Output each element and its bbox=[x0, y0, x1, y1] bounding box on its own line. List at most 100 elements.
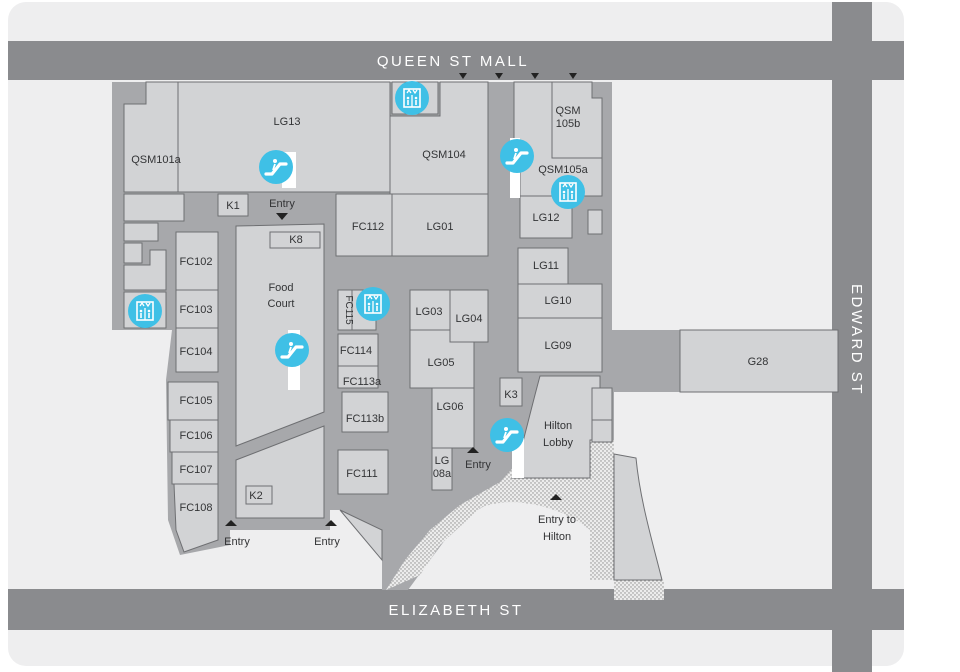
unit-fc113a[interactable] bbox=[337, 365, 379, 389]
street-label-queen: QUEEN ST MALL bbox=[377, 53, 529, 70]
unit-small-f[interactable] bbox=[591, 387, 613, 421]
label-lg04: LG04 bbox=[456, 313, 483, 325]
unit-lg10[interactable] bbox=[517, 283, 603, 319]
unit-corner-sw[interactable] bbox=[339, 509, 383, 562]
unit-lg03[interactable] bbox=[409, 289, 451, 331]
unit-k2[interactable] bbox=[245, 485, 273, 505]
label-fc111: FC111 bbox=[346, 468, 377, 480]
unit-small-a[interactable] bbox=[123, 193, 185, 222]
unit-g28[interactable] bbox=[679, 329, 839, 393]
unit-lg08a[interactable] bbox=[431, 447, 453, 491]
road-queen-st bbox=[8, 41, 904, 80]
unit-small-b[interactable] bbox=[123, 222, 159, 242]
label-fc112: FC112 bbox=[352, 221, 384, 233]
unit-lg09[interactable] bbox=[517, 317, 603, 373]
label-qsm105b-2: 105b bbox=[556, 118, 580, 130]
label-fc107: FC107 bbox=[179, 464, 212, 476]
hilton-forecourt bbox=[386, 440, 664, 600]
unit-right-block[interactable] bbox=[613, 453, 663, 581]
entry-label-bottom-left: Entry bbox=[224, 536, 250, 548]
escalator-icon[interactable] bbox=[488, 416, 526, 454]
entry-arrow-icon bbox=[569, 73, 577, 79]
label-k1: K1 bbox=[226, 200, 239, 212]
entry-label-bottom-mid: Entry bbox=[314, 536, 340, 548]
unit-k1[interactable] bbox=[217, 193, 249, 217]
lift-icon[interactable] bbox=[355, 286, 391, 322]
label-lg01: LG01 bbox=[427, 221, 454, 233]
entry-arrow-icon bbox=[276, 213, 288, 220]
label-lg13: LG13 bbox=[274, 116, 301, 128]
lift-icon[interactable] bbox=[394, 80, 430, 116]
label-lg10: LG10 bbox=[545, 295, 572, 307]
unit-lg11[interactable] bbox=[517, 247, 569, 285]
label-lg11: LG11 bbox=[533, 260, 559, 272]
label-k2: K2 bbox=[249, 490, 262, 502]
unit-fc102[interactable] bbox=[175, 231, 219, 291]
label-k3: K3 bbox=[504, 389, 517, 401]
unit-small-e[interactable] bbox=[587, 209, 603, 235]
label-qsm105a: QSM105a bbox=[538, 164, 588, 176]
label-lg09: LG09 bbox=[545, 340, 572, 352]
label-g28: G28 bbox=[748, 356, 769, 368]
label-food-court-2: Court bbox=[268, 298, 295, 310]
label-hilton-lobby-1: Hilton bbox=[544, 420, 572, 432]
street-label-edward: EDWARD ST bbox=[848, 284, 865, 396]
label-lg05: LG05 bbox=[428, 357, 455, 369]
unit-small-d[interactable] bbox=[123, 249, 167, 291]
unit-fc103[interactable] bbox=[175, 289, 219, 329]
label-lg08a-1: LG bbox=[435, 455, 450, 467]
entry-label-center: Entry bbox=[465, 459, 491, 471]
lift-icon[interactable] bbox=[550, 174, 586, 210]
road-elizabeth-st bbox=[8, 589, 904, 630]
label-lg08a-2: 08a bbox=[433, 468, 452, 480]
entry-arrow-icon bbox=[225, 520, 237, 526]
unit-fc113b[interactable] bbox=[341, 391, 389, 433]
entry-arrow-icon bbox=[550, 494, 562, 500]
label-qsm101a: QSM101a bbox=[131, 154, 181, 166]
unit-lg04[interactable] bbox=[449, 289, 489, 343]
label-fc103: FC103 bbox=[179, 304, 212, 316]
street-label-elizabeth: ELIZABETH ST bbox=[388, 602, 523, 619]
label-fc104: FC104 bbox=[179, 346, 212, 358]
entry-arrow-icon bbox=[459, 73, 467, 79]
lift-icon[interactable] bbox=[127, 293, 163, 329]
label-fc115: FC115 bbox=[343, 295, 354, 325]
label-fc106: FC106 bbox=[179, 430, 212, 442]
label-lg03: LG03 bbox=[416, 306, 443, 318]
entry-label-hilton-1: Entry to bbox=[538, 514, 576, 526]
label-k8: K8 bbox=[289, 234, 302, 246]
units bbox=[123, 81, 839, 581]
unit-lg06[interactable] bbox=[431, 387, 475, 449]
unit-small-c[interactable] bbox=[123, 242, 143, 264]
entry-arrow-icon bbox=[531, 73, 539, 79]
unit-food-court[interactable] bbox=[235, 223, 325, 447]
label-qsm105b-1: QSM bbox=[555, 105, 580, 117]
unit-fc104[interactable] bbox=[175, 327, 219, 373]
label-fc114: FC114 bbox=[340, 345, 372, 357]
entry-arrow-icon bbox=[495, 73, 503, 79]
unit-lg01[interactable] bbox=[391, 193, 489, 257]
unit-lg05[interactable] bbox=[409, 329, 475, 389]
entry-label-top: Entry bbox=[269, 198, 295, 210]
label-fc108: FC108 bbox=[179, 502, 212, 514]
unit-fc112[interactable] bbox=[335, 193, 393, 257]
entry-arrow-icon bbox=[467, 447, 479, 453]
label-fc113a: FC113a bbox=[343, 376, 382, 388]
escalator-icon[interactable] bbox=[273, 331, 311, 369]
unit-small-g[interactable] bbox=[591, 419, 613, 443]
unit-k8[interactable] bbox=[269, 231, 321, 249]
unit-k3[interactable] bbox=[499, 377, 523, 407]
entry-label-hilton-2: Hilton bbox=[543, 531, 571, 543]
unit-fc111[interactable] bbox=[337, 449, 389, 495]
label-hilton-lobby-2: Lobby bbox=[543, 437, 573, 449]
road-edward-st bbox=[832, 2, 872, 672]
label-fc102: FC102 bbox=[179, 256, 212, 268]
escalator-icon[interactable] bbox=[257, 148, 295, 186]
unit-fc108[interactable] bbox=[173, 483, 219, 553]
unit-qsm101a[interactable] bbox=[123, 81, 179, 193]
label-lg12: LG12 bbox=[533, 212, 560, 224]
escalator-icon[interactable] bbox=[498, 137, 536, 175]
label-fc113b: FC113b bbox=[346, 413, 384, 425]
label-lg06: LG06 bbox=[437, 401, 464, 413]
